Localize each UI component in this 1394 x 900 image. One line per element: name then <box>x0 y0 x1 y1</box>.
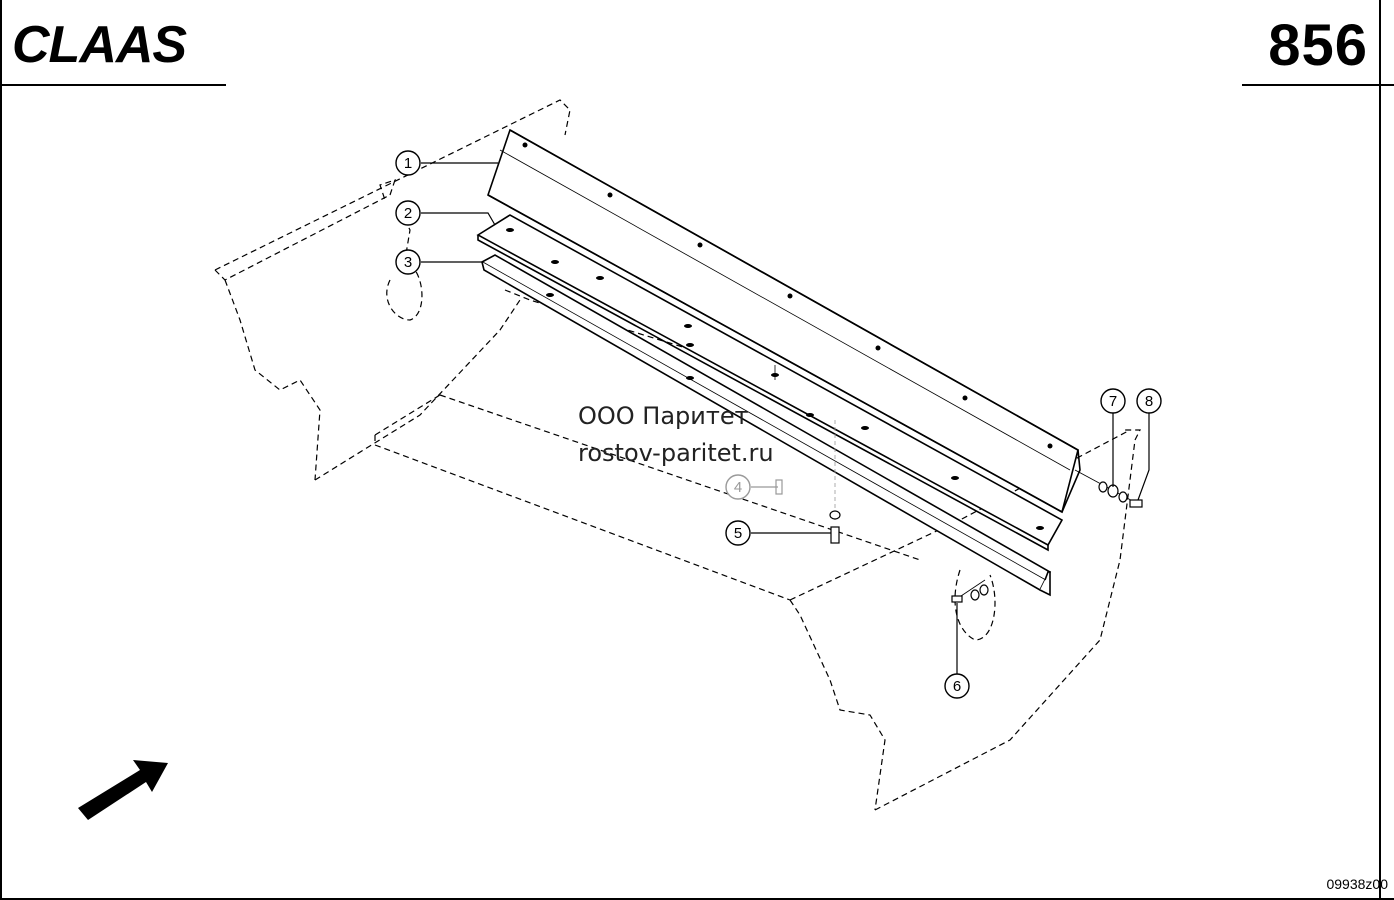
phantom-frame <box>214 99 1141 811</box>
leader-8 <box>1137 413 1150 501</box>
callout-4[interactable]: 4 <box>725 474 751 500</box>
leader-2 <box>421 212 496 226</box>
part-2-holes <box>506 228 1044 530</box>
svg-text:6: 6 <box>953 678 961 695</box>
nut-7a <box>1098 481 1108 493</box>
svg-text:4: 4 <box>734 479 742 496</box>
fasteners <box>775 479 1143 603</box>
watermark: ООО Паритет rostov-paritet.ru <box>578 398 774 472</box>
direction-arrow-icon <box>78 760 168 820</box>
part-3-holes <box>546 293 814 417</box>
header-rule-left <box>0 84 226 86</box>
callout-6[interactable]: 6 <box>944 673 970 699</box>
nut-6 <box>979 584 989 596</box>
part-2-plate <box>476 214 1064 552</box>
callout-8[interactable]: 8 <box>1136 388 1162 414</box>
part-1-holes <box>522 142 1053 449</box>
callout-7[interactable]: 7 <box>1100 388 1126 414</box>
bolt-6 <box>951 595 963 603</box>
callout-3[interactable]: 3 <box>395 249 421 275</box>
washer-6 <box>970 589 980 601</box>
bolt-8 <box>1129 499 1143 508</box>
claas-logo-text: CLAAS <box>12 16 187 74</box>
drawing-code: 09938z00 <box>1326 876 1388 892</box>
watermark-site: rostov-paritet.ru <box>578 439 774 467</box>
bolt-5 <box>830 526 840 544</box>
callout-2[interactable]: 2 <box>395 200 421 226</box>
washer-8 <box>1118 491 1128 503</box>
washer-5 <box>829 510 841 520</box>
watermark-company: ООО Паритет <box>578 402 749 430</box>
part-3-angle <box>480 254 1052 597</box>
frame-left-border <box>0 0 2 900</box>
frame-right-border <box>1379 0 1381 900</box>
callout-5[interactable]: 5 <box>725 520 751 546</box>
header-rule-right <box>1242 84 1394 86</box>
page-number: 856 <box>1268 13 1368 78</box>
svg-text:1: 1 <box>404 155 412 172</box>
leader-lines <box>421 162 1150 674</box>
svg-text:3: 3 <box>404 254 412 271</box>
svg-text:7: 7 <box>1109 393 1117 410</box>
callouts: 1 2 3 4 5 6 7 <box>395 150 1162 699</box>
svg-text:8: 8 <box>1145 393 1153 410</box>
svg-text:5: 5 <box>734 525 742 542</box>
callout-1[interactable]: 1 <box>395 150 421 176</box>
svg-text:2: 2 <box>404 205 412 222</box>
claas-logo: CLAAS <box>12 16 188 74</box>
frame-bottom-border <box>0 898 1394 900</box>
part-1-beam <box>487 128 1081 514</box>
